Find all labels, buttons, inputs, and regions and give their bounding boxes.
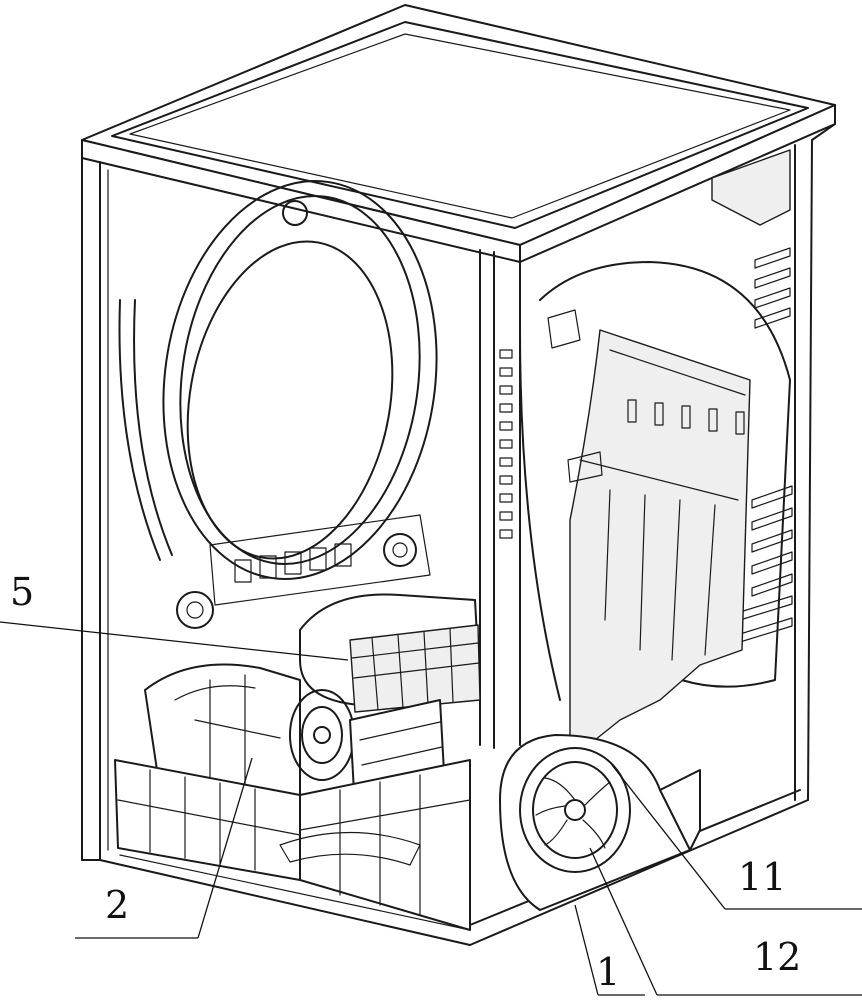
leader-5 [0, 621, 349, 661]
label-5: 5 [10, 570, 34, 614]
rear-air-duct [519, 261, 791, 761]
blower-fan [499, 734, 701, 911]
leader-12 [589, 847, 658, 996]
leader-1 [574, 904, 599, 996]
cabinet-top [81, 4, 836, 263]
leader-2 [197, 757, 253, 939]
leader-lines [0, 621, 862, 996]
part-labels: 5 2 11 1 12 [10, 570, 801, 994]
label-1: 1 [596, 950, 620, 994]
label-11: 11 [738, 855, 786, 899]
leader-11 [611, 764, 726, 910]
label-12: 12 [753, 935, 801, 979]
front-drum-ring [118, 180, 438, 629]
base-tray [114, 759, 471, 931]
condenser-block [299, 593, 481, 713]
cabinet-frame [81, 123, 836, 946]
label-2: 2 [105, 883, 129, 927]
